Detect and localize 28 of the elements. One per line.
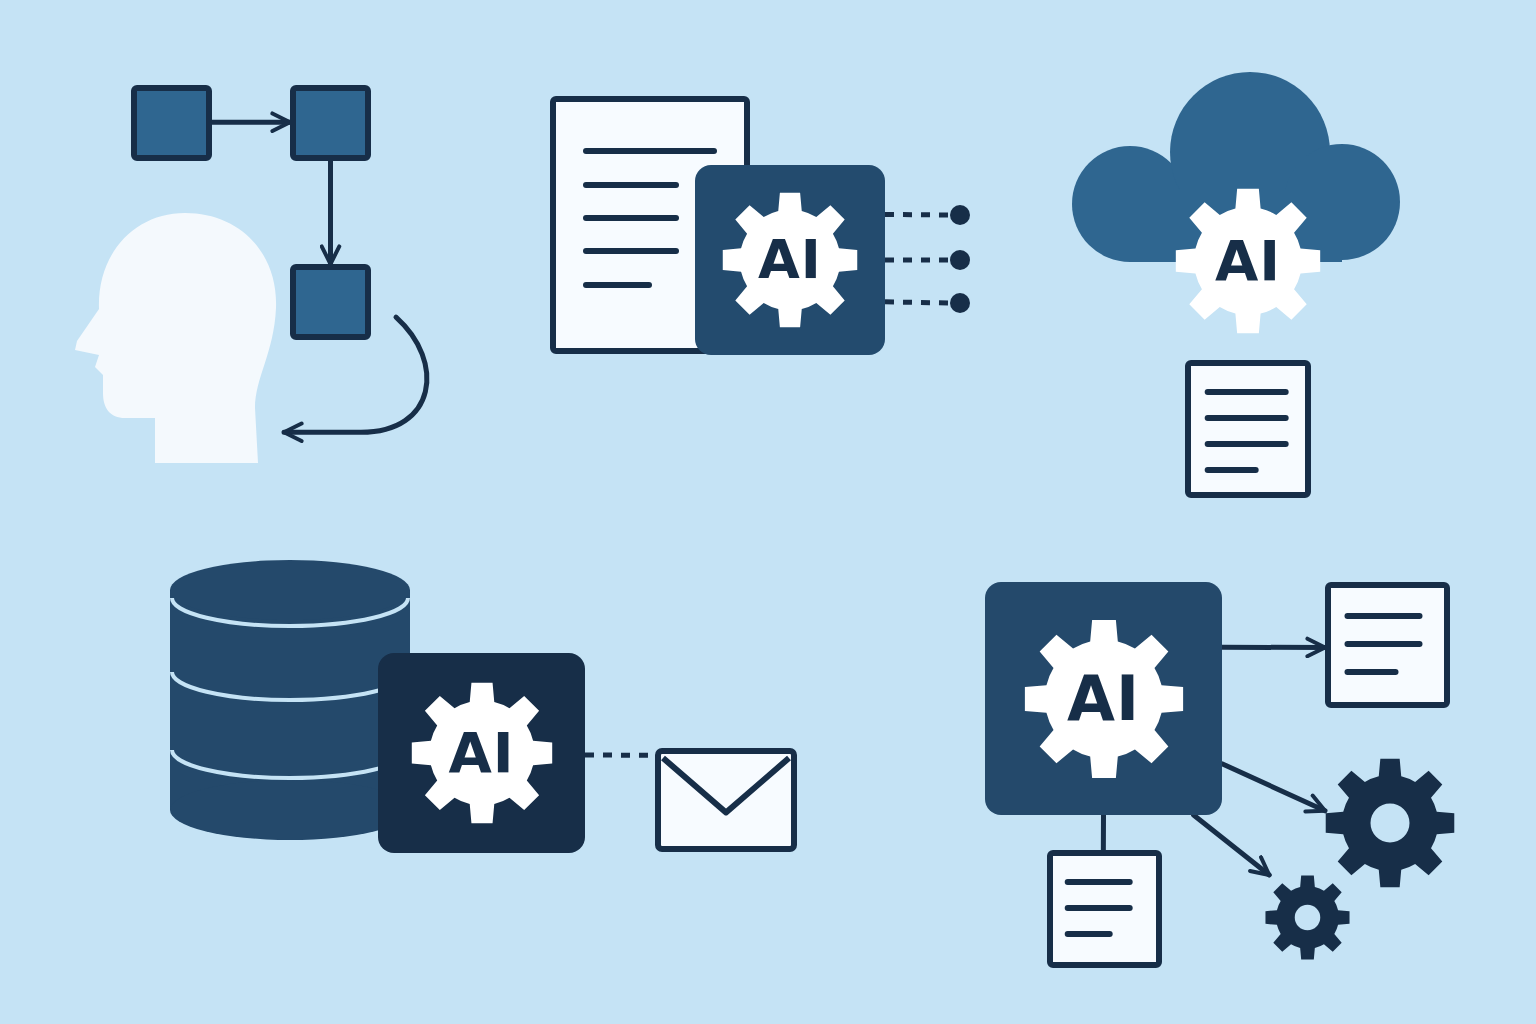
- dot: [950, 250, 970, 270]
- square-block: [290, 264, 371, 340]
- ai-tile: [985, 582, 1222, 815]
- gear-icon: [1325, 758, 1455, 890]
- dot: [950, 293, 970, 313]
- arrow: [1191, 812, 1272, 878]
- head-silhouette: [75, 213, 278, 463]
- square-block: [131, 85, 212, 161]
- dotted-connector: [884, 299, 951, 306]
- ai-label: AI: [1066, 667, 1141, 730]
- envelope-icon: [655, 748, 797, 852]
- dotted-connector: [884, 211, 951, 218]
- document-icon: [1325, 582, 1450, 708]
- connector-line: [1100, 812, 1106, 853]
- arrow: [319, 158, 342, 267]
- gear-icon: [1265, 875, 1350, 961]
- document-icon: [1047, 850, 1162, 968]
- ai-tile: [378, 653, 585, 853]
- ai-label: AI: [448, 725, 515, 781]
- ai-tile: [695, 165, 885, 355]
- dotted-connector: [885, 257, 950, 263]
- database-cylinder: [170, 560, 410, 840]
- square-block: [290, 85, 371, 161]
- dot: [950, 205, 970, 225]
- document-icon: [1185, 360, 1311, 498]
- ai-label: AI: [758, 233, 822, 287]
- arrow: [281, 314, 430, 444]
- ai-label: AI: [1214, 233, 1282, 289]
